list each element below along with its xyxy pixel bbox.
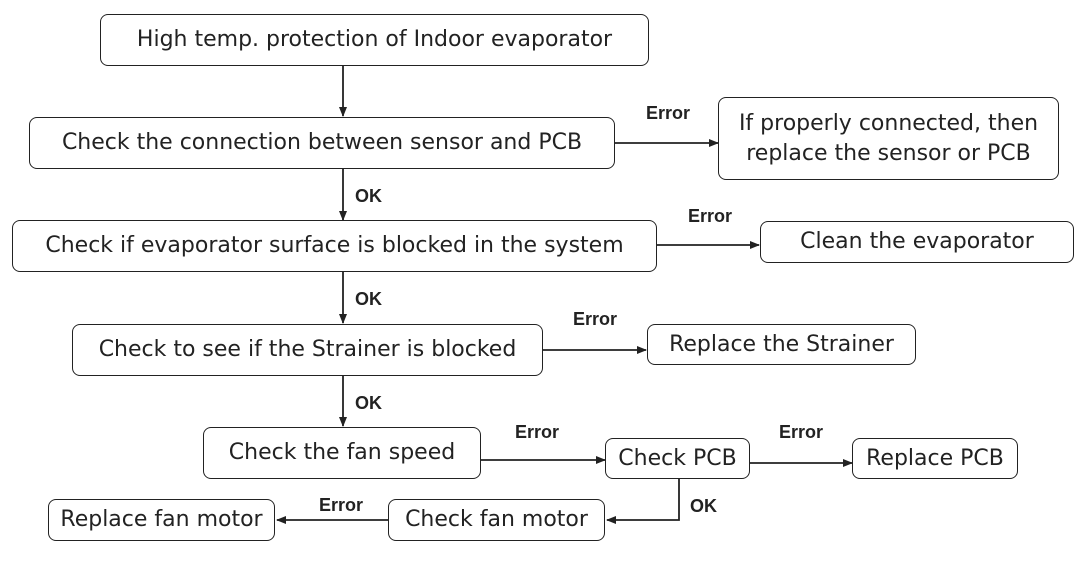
node-replace-pcb-text: Replace PCB bbox=[866, 445, 1004, 471]
node-check-fan-motor: Check fan motor bbox=[388, 499, 605, 541]
node-clean-evaporator-text: Clean the evaporator bbox=[800, 229, 1034, 255]
edge-label-error: Error bbox=[319, 495, 364, 515]
node-check-fan-speed: Check the fan speed bbox=[203, 427, 481, 479]
node-check-evaporator: Check if evaporator surface is blocked i… bbox=[12, 220, 657, 272]
node-check-strainer-text: Check to see if the Strainer is blocked bbox=[98, 337, 517, 363]
node-replace-strainer-text: Replace the Strainer bbox=[669, 331, 894, 357]
edge-label-ok: OK bbox=[355, 289, 382, 309]
node-check-evaporator-text: Check if evaporator surface is blocked i… bbox=[45, 233, 624, 259]
edge-label-error: Error bbox=[515, 422, 560, 442]
node-clean-evaporator: Clean the evaporator bbox=[760, 221, 1074, 263]
node-check-strainer: Check to see if the Strainer is blocked bbox=[72, 324, 543, 376]
edge-label-ok: OK bbox=[355, 186, 382, 206]
edge-label-error: Error bbox=[779, 422, 824, 442]
node-check-fan-motor-text: Check fan motor bbox=[405, 507, 588, 533]
node-replace-fan-motor-text: Replace fan motor bbox=[60, 507, 263, 533]
node-replace-strainer: Replace the Strainer bbox=[647, 324, 916, 365]
node-check-connection: Check the connection between sensor and … bbox=[29, 117, 615, 169]
edge-label-ok: OK bbox=[690, 496, 717, 516]
node-replace-sensor: If properly connected, then replace the … bbox=[718, 97, 1059, 180]
node-replace-sensor-line2: replace the sensor or PCB bbox=[746, 140, 1031, 166]
edge-label-error: Error bbox=[646, 103, 691, 123]
node-start: High temp. protection of Indoor evaporat… bbox=[100, 14, 649, 66]
arrow-pcb-to-fan-motor bbox=[606, 479, 680, 524]
edge-label-error: Error bbox=[688, 206, 733, 226]
edge-label-ok: OK bbox=[355, 393, 382, 413]
node-start-text: High temp. protection of Indoor evaporat… bbox=[136, 27, 613, 53]
node-check-connection-text: Check the connection between sensor and … bbox=[61, 130, 583, 156]
edge-label-error: Error bbox=[573, 309, 618, 329]
node-check-fan-speed-text: Check the fan speed bbox=[228, 440, 456, 466]
node-replace-pcb: Replace PCB bbox=[852, 438, 1018, 479]
node-replace-sensor-line1: If properly connected, then bbox=[738, 110, 1039, 136]
node-check-pcb: Check PCB bbox=[605, 438, 750, 479]
node-check-pcb-text: Check PCB bbox=[618, 445, 737, 471]
node-replace-fan-motor: Replace fan motor bbox=[48, 499, 275, 541]
